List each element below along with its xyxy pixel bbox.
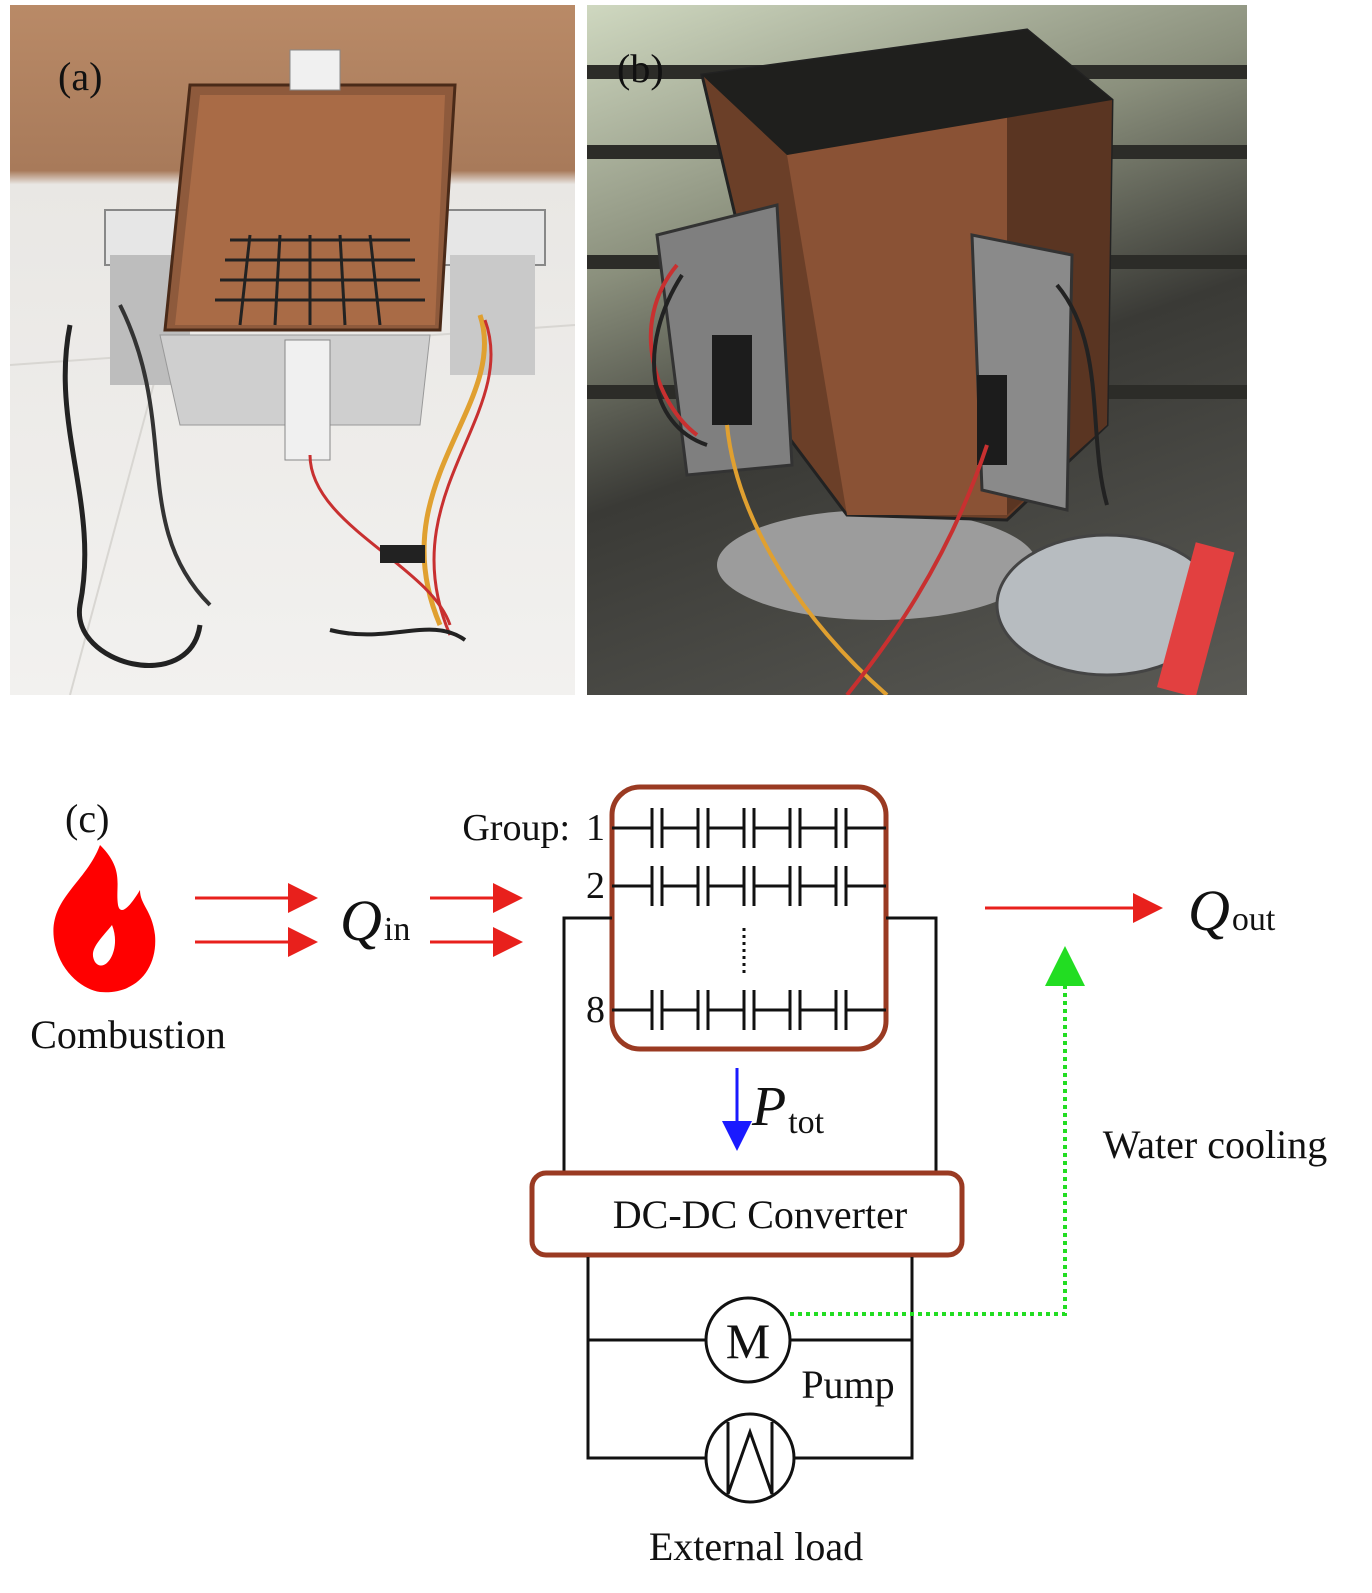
teg-cell-symbol	[788, 990, 802, 1030]
pump-symbol: M	[726, 1313, 770, 1369]
q-in-label: Qin	[340, 888, 410, 953]
photo-a-top-view: (a)	[10, 5, 575, 695]
teg-cell-symbol	[834, 808, 848, 848]
teg-cell-symbol	[696, 866, 710, 906]
teg-row	[612, 808, 886, 848]
teg-cell-symbol	[834, 866, 848, 906]
teg-cell-rows	[612, 808, 886, 1030]
group-1-label: 1	[586, 807, 605, 849]
teg-cell-symbol	[650, 990, 664, 1030]
pump-motor-icon	[704, 1296, 792, 1384]
teg-cell-symbol	[834, 990, 848, 1030]
group-8-label: 8	[586, 989, 605, 1031]
teg-cell-symbol	[742, 990, 756, 1030]
teg-cell-symbol	[696, 990, 710, 1030]
dc-dc-converter-box	[529, 1170, 965, 1258]
converter-label: DC-DC Converter	[613, 1192, 907, 1237]
flame-icon	[53, 845, 156, 993]
water-cooling-label: Water cooling	[1103, 1122, 1327, 1167]
teg-cell-symbol	[650, 808, 664, 848]
teg-cell-symbol	[742, 808, 756, 848]
teg-cell-symbol	[650, 866, 664, 906]
panel-label-a: (a)	[58, 54, 103, 99]
load-wire-left	[586, 1257, 706, 1460]
external-load-label: External load	[649, 1524, 863, 1569]
group-prefix-label: Group:	[462, 807, 570, 849]
teg-row	[612, 990, 886, 1030]
teg-cell-symbol	[696, 808, 710, 848]
wire-right	[886, 916, 938, 1172]
photo-a-illustration	[10, 49, 575, 695]
wire-left	[562, 916, 612, 1172]
panel-label-b: (b)	[617, 46, 664, 91]
pump-label: Pump	[801, 1362, 894, 1407]
teg-row	[612, 866, 886, 906]
photo-b-illustration	[587, 28, 1247, 695]
load-wire-right	[794, 1257, 914, 1460]
schematic-diagram: (c) Combustion Qin Group: 1 2 8 Ptot DC-…	[30, 784, 1327, 1569]
q-out-label: Qout	[1188, 878, 1276, 943]
group-2-label: 2	[586, 865, 605, 907]
external-load-icon	[704, 1412, 796, 1504]
p-tot-label: Ptot	[751, 1076, 825, 1141]
photo-b-side-view: (b)	[587, 5, 1247, 695]
combustion-label: Combustion	[30, 1012, 226, 1057]
teg-cell-symbol	[788, 808, 802, 848]
teg-cell-symbol	[742, 866, 756, 906]
water-cooling-line	[790, 946, 1085, 1316]
teg-cell-symbol	[788, 866, 802, 906]
panel-label-c: (c)	[65, 796, 109, 841]
